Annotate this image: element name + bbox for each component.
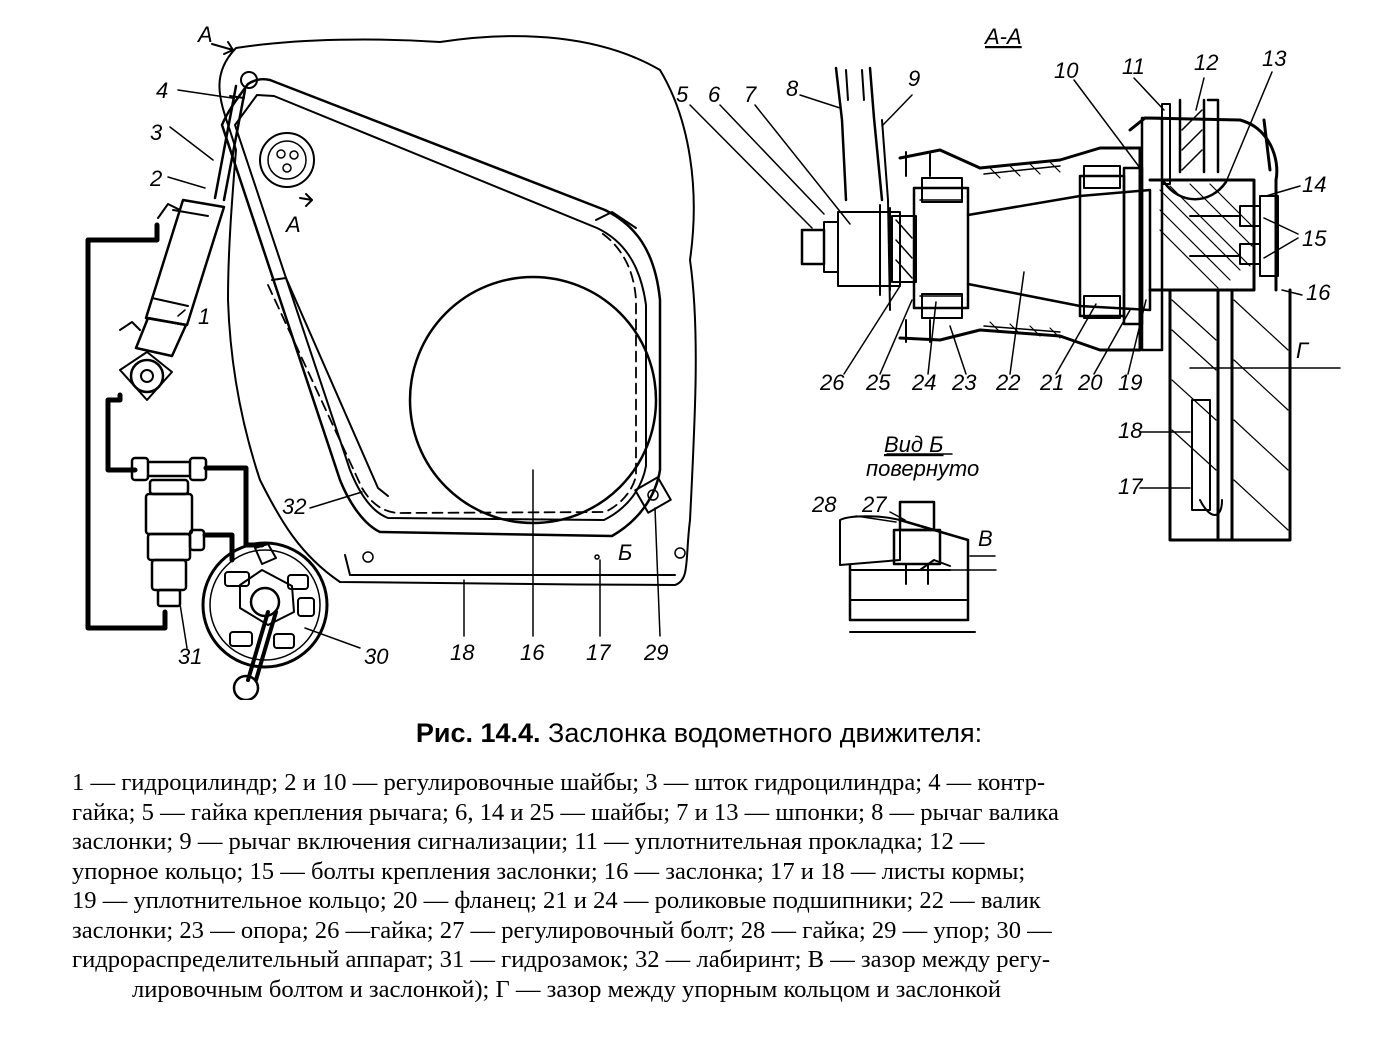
part-label-5: 5 (676, 82, 689, 107)
gap-b: В (978, 526, 993, 551)
part-label-17-section: 17 (1118, 474, 1143, 499)
part-label-26: 26 (819, 370, 845, 395)
labyrinth-32 (267, 231, 637, 514)
part-label-15: 15 (1302, 226, 1327, 251)
part-label-6: 6 (708, 82, 721, 107)
figure-legend: 1 — гидроцилиндр; 2 и 10 — регулировочны… (72, 768, 1357, 1004)
distributor-30 (201, 541, 329, 700)
part-label-12: 12 (1194, 50, 1218, 75)
legend-line: лировочным болтом и заслонкой); Г — зазо… (132, 975, 1002, 1003)
view-arrow-a-top: А (196, 22, 213, 47)
part-label-18: 18 (450, 640, 475, 665)
hydraulic-cylinder-1 (119, 84, 247, 401)
section-a-a (800, 66, 1341, 542)
shaft-hub (259, 132, 315, 188)
stern-sheet-18 (344, 554, 676, 576)
hydraulic-lines (85, 222, 265, 631)
part-label-8: 8 (786, 76, 799, 101)
part-label-24: 24 (911, 370, 936, 395)
part-label-2: 2 (149, 166, 162, 191)
view-b-subtitle: повернуто (866, 456, 979, 481)
part-label-17: 17 (586, 640, 611, 665)
part-label-28: 28 (811, 492, 837, 517)
part-label-13: 13 (1262, 46, 1287, 71)
part-label-20: 20 (1077, 370, 1103, 395)
part-label-29: 29 (643, 640, 668, 665)
part-label-9: 9 (908, 66, 920, 91)
part-label-25: 25 (865, 370, 891, 395)
part-label-18-section: 18 (1118, 418, 1143, 443)
view-b-title: Вид Б (884, 432, 944, 457)
part-label-16: 16 (520, 640, 545, 665)
mark-b: Б (618, 540, 632, 565)
labyrinth-wall (271, 211, 637, 497)
part-label-16-section: 16 (1306, 280, 1331, 305)
drawing-labels: А А А-А Б В Г Вид Б повернуто 1 2 3 4 5 … (149, 22, 1331, 669)
legend-line: заслонки; 9 — рычаг включения сигнализац… (72, 828, 985, 855)
shutter-plate-inner (234, 94, 647, 521)
part-label-14: 14 (1302, 172, 1326, 197)
view-arrow-a-bottom: А (284, 212, 301, 237)
stop-29 (634, 476, 672, 514)
leader-lines-section (689, 71, 1303, 489)
part-label-27: 27 (861, 492, 887, 517)
shutter-plate (220, 77, 662, 538)
part-label-23: 23 (951, 370, 977, 395)
view-b (839, 453, 997, 633)
part-label-3: 3 (150, 120, 163, 145)
part-label-11: 11 (1122, 54, 1145, 79)
figure-number: Рис. 14.4. (415, 718, 541, 748)
part-label-19: 19 (1118, 370, 1142, 395)
part-label-30: 30 (364, 644, 389, 669)
legend-line: 19 — уплотнительное кольцо; 20 — фланец;… (72, 887, 1041, 914)
part-label-4: 4 (156, 78, 168, 103)
hull-outline (218, 35, 697, 586)
figure-title: Заслонка водометного движителя: (548, 718, 983, 748)
legend-line: 1 — гидроцилиндр; 2 и 10 — регулировочны… (72, 769, 1046, 796)
pivot-pin (240, 71, 258, 89)
legend-line: гайка; 5 — гайка крепления рычага; 6, 14… (72, 798, 1059, 826)
section-label-a-a: А-А (983, 24, 1022, 49)
part-label-31: 31 (178, 644, 202, 669)
part-label-21: 21 (1039, 370, 1064, 395)
part-label-10: 10 (1054, 58, 1079, 83)
part-label-22: 22 (995, 370, 1020, 395)
part-label-1: 1 (198, 304, 210, 329)
legend-line: упорное кольцо; 15 — болты крепления зас… (72, 857, 1026, 885)
legend-line: заслонки; 23 — опора; 26 —гайка; 27 — ре… (72, 916, 1052, 944)
gap-g: Г (1296, 338, 1310, 363)
figure-caption: Рис. 14.4. Заслонка водометного движител… (0, 718, 1398, 749)
leader-lines-left (167, 89, 661, 649)
legend-line: гидрораспределительный аппарат; 31 — гид… (72, 946, 1051, 973)
hydro-lock-31 (130, 456, 208, 608)
part-label-7: 7 (744, 82, 757, 107)
technical-drawing: А А А-А Б В Г Вид Б повернуто 1 2 3 4 5 … (85, 22, 1341, 700)
part-label-32: 32 (282, 494, 306, 519)
